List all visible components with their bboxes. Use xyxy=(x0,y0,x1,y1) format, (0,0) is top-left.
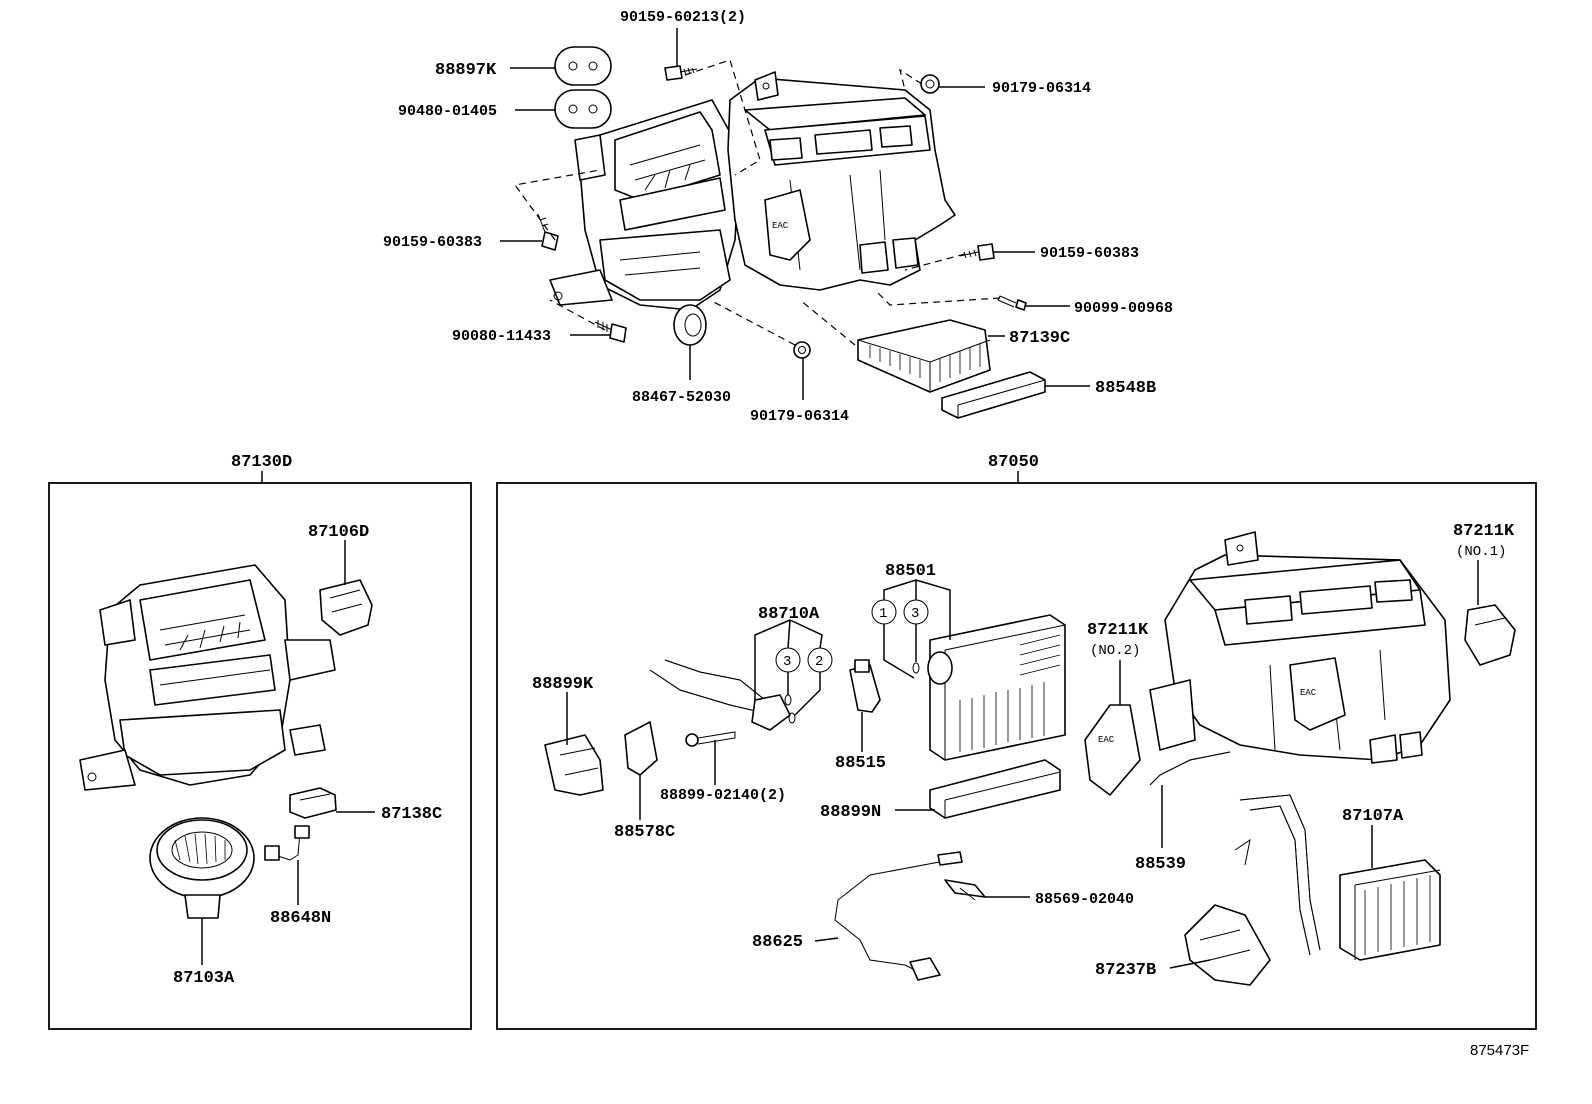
label-88899n: 88899N xyxy=(820,803,881,822)
group-title-87050: 87050 xyxy=(988,453,1039,472)
label-88710a: 88710A xyxy=(758,605,820,624)
grommet-88897k xyxy=(554,46,612,86)
label-88515: 88515 xyxy=(835,754,886,773)
group-87130d: 87130D xyxy=(48,453,472,1030)
circle-3a-label: 3 xyxy=(911,606,919,622)
label-88569-02040: 88569-02040 xyxy=(1035,891,1134,908)
label-90099-00968: 90099-00968 xyxy=(1074,300,1173,317)
bolt-90159-60383-right xyxy=(959,243,995,261)
label-90159-60213: 90159-60213(2) xyxy=(620,9,746,26)
sensor-88625-drawing xyxy=(834,851,963,981)
wire-88648n-drawing xyxy=(264,825,310,861)
bracket-88899k-drawing xyxy=(544,734,604,796)
label-87139c: 87139C xyxy=(1009,329,1070,348)
blower-motor-87103a-drawing xyxy=(149,817,255,919)
hose-88539-drawing xyxy=(1149,751,1231,786)
nut-90179-bottom xyxy=(793,341,811,359)
label-88897k: 88897K xyxy=(435,61,497,80)
group-frame-87050 xyxy=(496,482,1537,1030)
screw-90099-00968 xyxy=(997,295,1027,311)
svg-text:EAC: EAC xyxy=(772,221,789,231)
label-87211k-no2: 87211K xyxy=(1087,621,1149,640)
actuator-87211k-no2-drawing: EAC xyxy=(1084,704,1141,796)
group-frame-87130d xyxy=(48,482,472,1030)
blower-housing-drawing xyxy=(549,99,741,311)
ac-unit-main-drawing: EAC xyxy=(1149,531,1451,764)
label-90179-06314-top: 90179-06314 xyxy=(992,80,1091,97)
label-88578c: 88578C xyxy=(614,823,675,842)
group-title-87130d: 87130D xyxy=(231,453,292,472)
valve-88515-drawing xyxy=(849,659,881,713)
evaporator-88501-drawing xyxy=(927,614,1066,761)
label-87211k-no1: 87211K xyxy=(1453,522,1515,541)
bolt-90159-60213 xyxy=(664,65,698,81)
label-88501: 88501 xyxy=(885,562,936,581)
label-90480-01405: 90480-01405 xyxy=(398,103,497,120)
sensor-88569-02040-drawing xyxy=(944,879,986,901)
label-88467-52030: 88467-52030 xyxy=(632,389,731,406)
bolt-88899-02140-drawing xyxy=(685,731,736,747)
svg-text:EAC: EAC xyxy=(1300,688,1317,698)
bolt-90159-60383-left xyxy=(537,213,559,251)
nut-90179-top xyxy=(920,74,940,94)
label-90080-11433: 90080-11433 xyxy=(452,328,551,345)
note-no2: (NO.2) xyxy=(1090,643,1140,659)
blower-case-drawing xyxy=(79,564,336,791)
pipe-88710a-drawing xyxy=(649,659,791,731)
duct-87237b-drawing xyxy=(1184,904,1271,986)
top-assembly: EAC xyxy=(383,9,1173,425)
label-87138c: 87138C xyxy=(381,805,442,824)
label-88899k: 88899K xyxy=(532,675,594,694)
label-88648n: 88648N xyxy=(270,909,331,928)
label-90179-06314-bottom: 90179-06314 xyxy=(750,408,849,425)
circle-1-label: 1 xyxy=(879,606,887,622)
label-87237b: 87237B xyxy=(1095,961,1156,980)
ac-unit-drawing: EAC xyxy=(727,71,956,291)
label-87107a: 87107A xyxy=(1342,807,1404,826)
bolt-90080-11433 xyxy=(594,320,627,343)
diagram-code: 875473F xyxy=(1470,1042,1529,1059)
label-88548b: 88548B xyxy=(1095,379,1156,398)
label-87103a: 87103A xyxy=(173,969,235,988)
label-87106d: 87106D xyxy=(308,523,369,542)
circle-2-label: 2 xyxy=(815,654,823,670)
actuator-87211k-no1-drawing xyxy=(1464,604,1516,666)
heater-core-87107a-drawing xyxy=(1234,794,1441,961)
note-no1: (NO.1) xyxy=(1456,544,1506,560)
label-90159-60383-left: 90159-60383 xyxy=(383,234,482,251)
group-87050: 87050 EAC EAC xyxy=(496,453,1537,1030)
cover-88548b xyxy=(941,371,1046,419)
grommet-88467-52030 xyxy=(673,304,707,346)
circle-3b-label: 3 xyxy=(783,654,791,670)
seal-88578c-drawing xyxy=(624,721,658,776)
label-88899-02140: 88899-02140(2) xyxy=(660,787,786,804)
label-88625: 88625 xyxy=(752,933,803,952)
grommet-90480 xyxy=(554,89,612,129)
svg-text:EAC: EAC xyxy=(1098,735,1115,745)
tray-88899n-drawing xyxy=(929,759,1061,819)
resistor-87138c-drawing xyxy=(289,787,337,819)
label-88539: 88539 xyxy=(1135,855,1186,874)
label-90159-60383-right: 90159-60383 xyxy=(1040,245,1139,262)
filter-87139c xyxy=(857,319,991,393)
actuator-87106d-drawing xyxy=(319,579,373,636)
